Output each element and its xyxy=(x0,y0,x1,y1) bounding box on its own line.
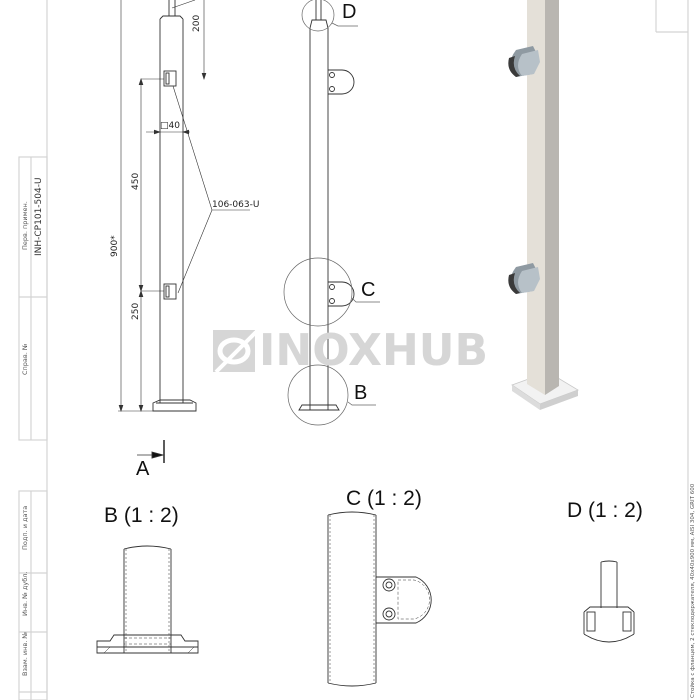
watermark-logo-icon xyxy=(213,330,258,374)
section-marker-a: A xyxy=(136,458,150,480)
dim-spacing: 450 xyxy=(131,172,141,190)
isometric-view xyxy=(508,0,579,410)
detail-c-drawing xyxy=(327,511,432,687)
callout-b: B xyxy=(354,382,368,404)
part-callout: 106-063-U xyxy=(212,200,260,210)
detail-b-drawing xyxy=(96,545,199,654)
side-view xyxy=(283,0,380,426)
dim-profile: □40 xyxy=(160,121,180,131)
detail-d-title: D (1 : 2) xyxy=(567,499,643,522)
drawing-description: Стойка с фланцем, 2 стеклодержателя, 40х… xyxy=(690,483,696,698)
front-view xyxy=(118,0,250,463)
sheet-frame xyxy=(18,0,689,700)
stamp-sign-date-label: Подп. и дата xyxy=(21,505,29,550)
document-code: INH-CP101-504-U xyxy=(34,177,44,256)
dim-top-offset: 200 xyxy=(192,14,202,32)
stamp-dup-inv-label: Инв. № дубл. xyxy=(21,571,29,616)
stamp-ref-no-label: Справ. № xyxy=(21,343,29,375)
callout-d: D xyxy=(342,1,357,23)
stamp-repl-inv-label: Взам. инв. № xyxy=(21,631,29,676)
watermark: INOXHUB xyxy=(259,327,539,375)
dim-total-height: 900* xyxy=(110,235,120,257)
detail-b-title: B (1 : 2) xyxy=(104,504,179,527)
watermark-text: INOXHUB xyxy=(259,325,489,376)
detail-d-drawing xyxy=(583,560,635,643)
detail-c-title: C (1 : 2) xyxy=(346,487,422,510)
dim-bottom-offset: 250 xyxy=(131,302,141,320)
stamp-first-use-label: Перв. примен. xyxy=(21,201,29,250)
callout-c: C xyxy=(361,279,376,301)
